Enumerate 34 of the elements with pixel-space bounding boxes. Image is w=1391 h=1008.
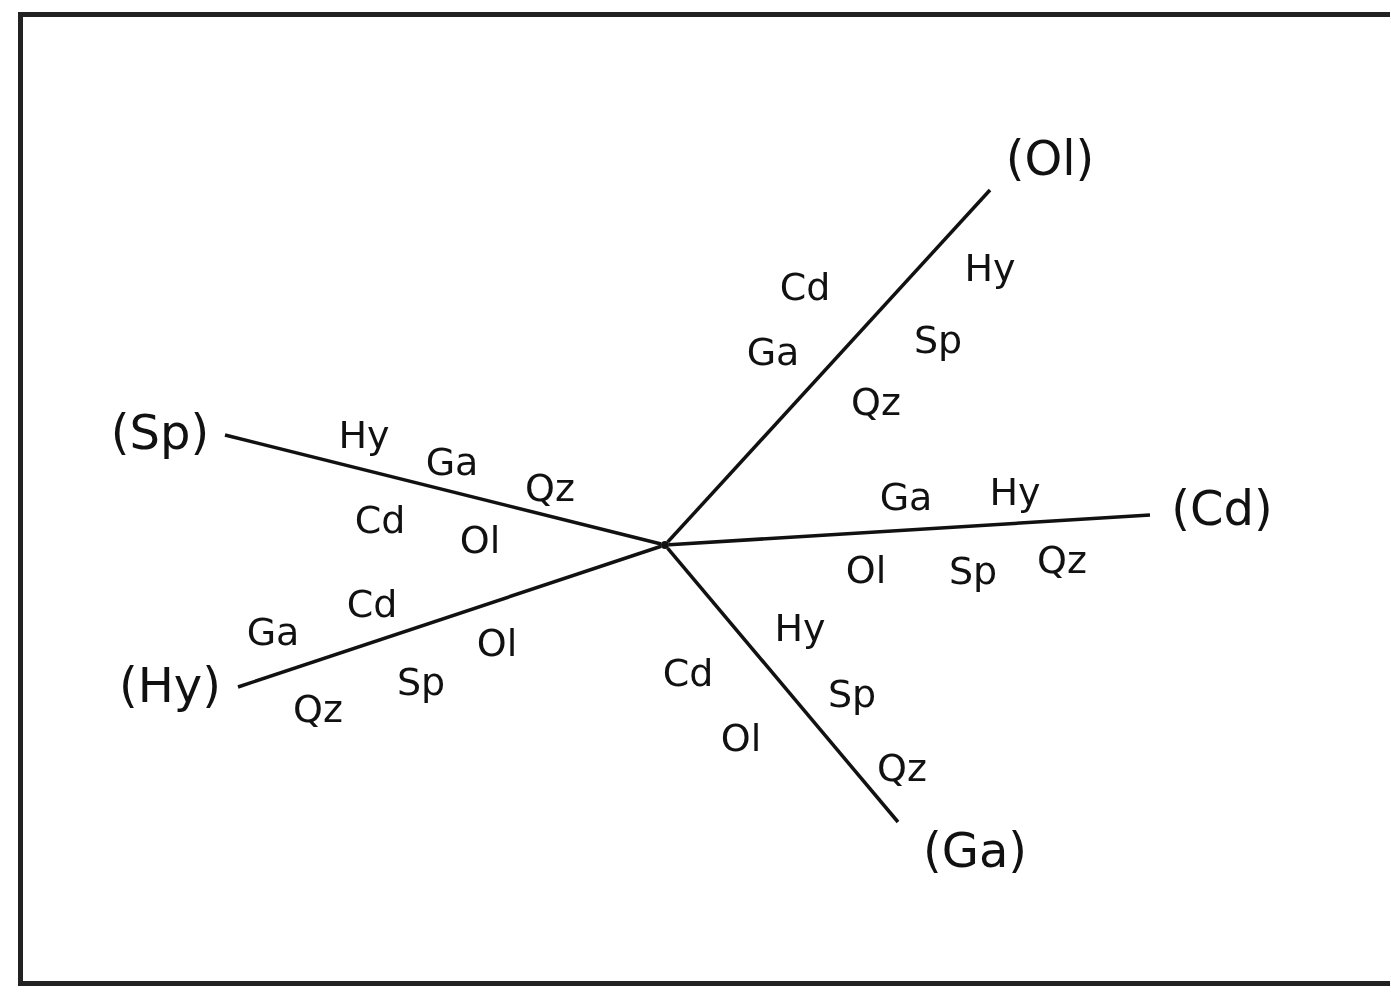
phase-label: Ol xyxy=(476,624,518,662)
phase-label: Hy xyxy=(989,473,1041,511)
phase-label: Cd xyxy=(346,585,398,623)
phase-label: Hy xyxy=(964,249,1016,287)
phase-label: Qz xyxy=(851,383,901,421)
reaction-line xyxy=(224,433,662,546)
phase-label: Ga xyxy=(246,613,300,651)
reaction-line xyxy=(237,544,662,689)
phase-label: Ga xyxy=(879,478,933,516)
phase-label: (Ga) xyxy=(922,826,1028,874)
phase-label: Ol xyxy=(459,521,501,559)
phase-label: (Cd) xyxy=(1171,484,1273,532)
phase-label: Cd xyxy=(354,501,406,539)
phase-label: Ga xyxy=(746,333,800,371)
phase-label: Qz xyxy=(1037,541,1087,579)
reaction-line xyxy=(668,513,1151,547)
phase-label: Cd xyxy=(662,654,714,692)
phase-label: Cd xyxy=(779,268,831,306)
reaction-line xyxy=(666,546,900,824)
phase-label: (Ol) xyxy=(1005,134,1095,182)
phase-label: Ol xyxy=(845,551,887,589)
phase-label: Ol xyxy=(720,719,762,757)
phase-label: Hy xyxy=(338,416,390,454)
phase-label: Sp xyxy=(948,552,998,590)
phase-label: Sp xyxy=(913,321,963,359)
phase-label: Hy xyxy=(774,609,826,647)
phase-label: Sp xyxy=(396,663,446,701)
phase-label: Ga xyxy=(425,443,479,481)
phase-label: Qz xyxy=(525,469,575,507)
phase-label: Qz xyxy=(293,690,343,728)
phase-label: Qz xyxy=(877,749,927,787)
phase-label: Sp xyxy=(827,675,877,713)
reaction-line xyxy=(666,188,992,544)
invariant-point xyxy=(661,541,669,549)
